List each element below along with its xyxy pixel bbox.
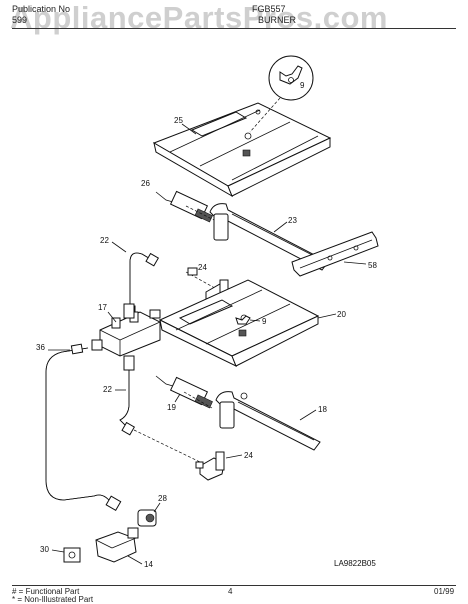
pressure-regulator [95,527,139,563]
legend-functional-part: # = Functional Part [12,587,80,596]
publication-number: 599 [12,15,28,25]
section-title: BURNER [258,15,297,25]
page-number: 4 [228,587,233,596]
lower-igniter [155,375,213,409]
callout-24-top: 24 [198,263,207,272]
header-rule [12,28,456,29]
footer-rule [12,585,456,586]
top-igniter [155,190,215,223]
top-heat-shield [152,102,332,198]
callout-24-lower: 24 [244,451,253,460]
lower-heat-shield [158,279,320,368]
lower-burner-tube [215,391,321,451]
orifice-holder-lower [195,451,225,481]
top-burner-tube [209,203,329,271]
revision-date: 01/99 [434,587,455,596]
callout-20: 20 [337,310,346,319]
gas-valve [91,303,161,357]
callout-25: 25 [174,116,183,125]
callout-9-top: 9 [300,81,305,90]
callout-17: 17 [98,303,107,312]
callout-28: 28 [158,494,167,503]
diagram-code: LA9822B05 [334,559,376,568]
pressure-regulator-fitting [137,509,157,527]
wing-nut-detail [249,55,314,133]
callout-19: 19 [167,403,176,412]
elbow-fitting [63,547,81,563]
callout-22-top: 22 [100,236,109,245]
callout-14: 14 [144,560,153,569]
callout-58: 58 [368,261,377,270]
callout-30: 30 [40,545,49,554]
publication-label: Publication No [12,4,71,14]
callout-18: 18 [318,405,327,414]
callout-22-lower: 22 [103,385,112,394]
gas-supply-tube [45,343,122,512]
callout-36: 36 [36,343,45,352]
burner-bracket [291,231,379,277]
callout-9-mid: 9 [262,317,267,326]
watermark: AppliancePartsPros.com [10,0,388,35]
callout-26: 26 [141,179,150,188]
model-number: FGB557 [252,4,286,14]
callout-23: 23 [288,216,297,225]
gas-tube-lower [119,355,201,463]
